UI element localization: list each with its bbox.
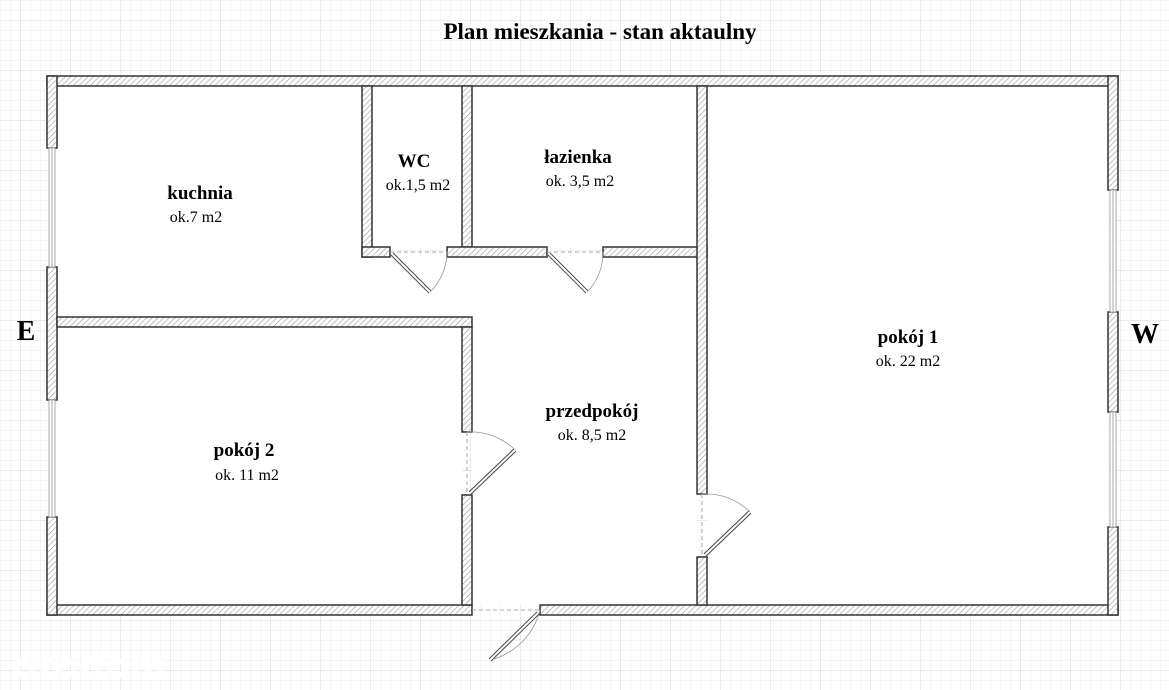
door-room1 [701, 493, 752, 557]
door-wc [390, 251, 448, 294]
wall-left-3 [46, 516, 58, 616]
windows [48, 147, 1117, 528]
wall-bath-bottom [602, 246, 708, 258]
wall-right-3 [1107, 526, 1119, 616]
wall-wc-bottom-1 [361, 246, 391, 258]
wall-hall-room1-1 [696, 85, 708, 495]
window-kitchen [48, 147, 56, 268]
wall-room2-hall-1 [461, 326, 473, 433]
window-room1-a [1109, 189, 1117, 313]
wall-right-2 [1107, 311, 1119, 413]
window-room1-b [1109, 411, 1117, 528]
doors [390, 251, 752, 662]
room-area-hall: ok. 8,5 m2 [558, 427, 626, 444]
door-entrance [472, 609, 541, 662]
wall-bottom-right [539, 604, 1119, 616]
wall-kitchen-wc [361, 85, 373, 258]
room-area-kitchen: ok.7 m2 [170, 209, 222, 226]
wall-bottom-left [46, 604, 473, 616]
wall-hall-room1-2 [696, 556, 708, 606]
direction-west: W [1131, 319, 1159, 350]
room-name-room1: pokój 1 [878, 327, 939, 348]
walls [46, 75, 1119, 616]
door-room2 [466, 431, 517, 495]
direction-east: E [17, 316, 36, 347]
room-name-kitchen: kuchnia [167, 183, 233, 204]
room-area-room1: ok. 22 m2 [876, 353, 940, 370]
room-area-room2: ok. 11 m2 [215, 467, 279, 484]
wall-top [46, 75, 1119, 87]
room-name-wc: WC [398, 151, 431, 172]
wall-wc-bath [461, 85, 473, 248]
watermark-logo: otodom [12, 646, 167, 687]
window-room2 [48, 399, 56, 518]
room-area-bathroom: ok. 3,5 m2 [546, 173, 614, 190]
room-name-room2: pokój 2 [214, 440, 275, 461]
plan-title: Plan mieszkania - stan aktaulny [443, 19, 757, 44]
wall-right-1 [1107, 75, 1119, 191]
room-name-bathroom: łazienka [544, 147, 612, 168]
wall-left-1 [46, 75, 58, 149]
room-name-hall: przedpokój [546, 401, 639, 422]
room-area-wc: ok.1,5 m2 [386, 177, 450, 194]
door-bathroom [547, 251, 604, 294]
wall-wc-bottom-2 [446, 246, 548, 258]
wall-kitchen-bottom [56, 316, 473, 328]
wall-left-2 [46, 266, 58, 401]
wall-room2-hall-2 [461, 494, 473, 606]
